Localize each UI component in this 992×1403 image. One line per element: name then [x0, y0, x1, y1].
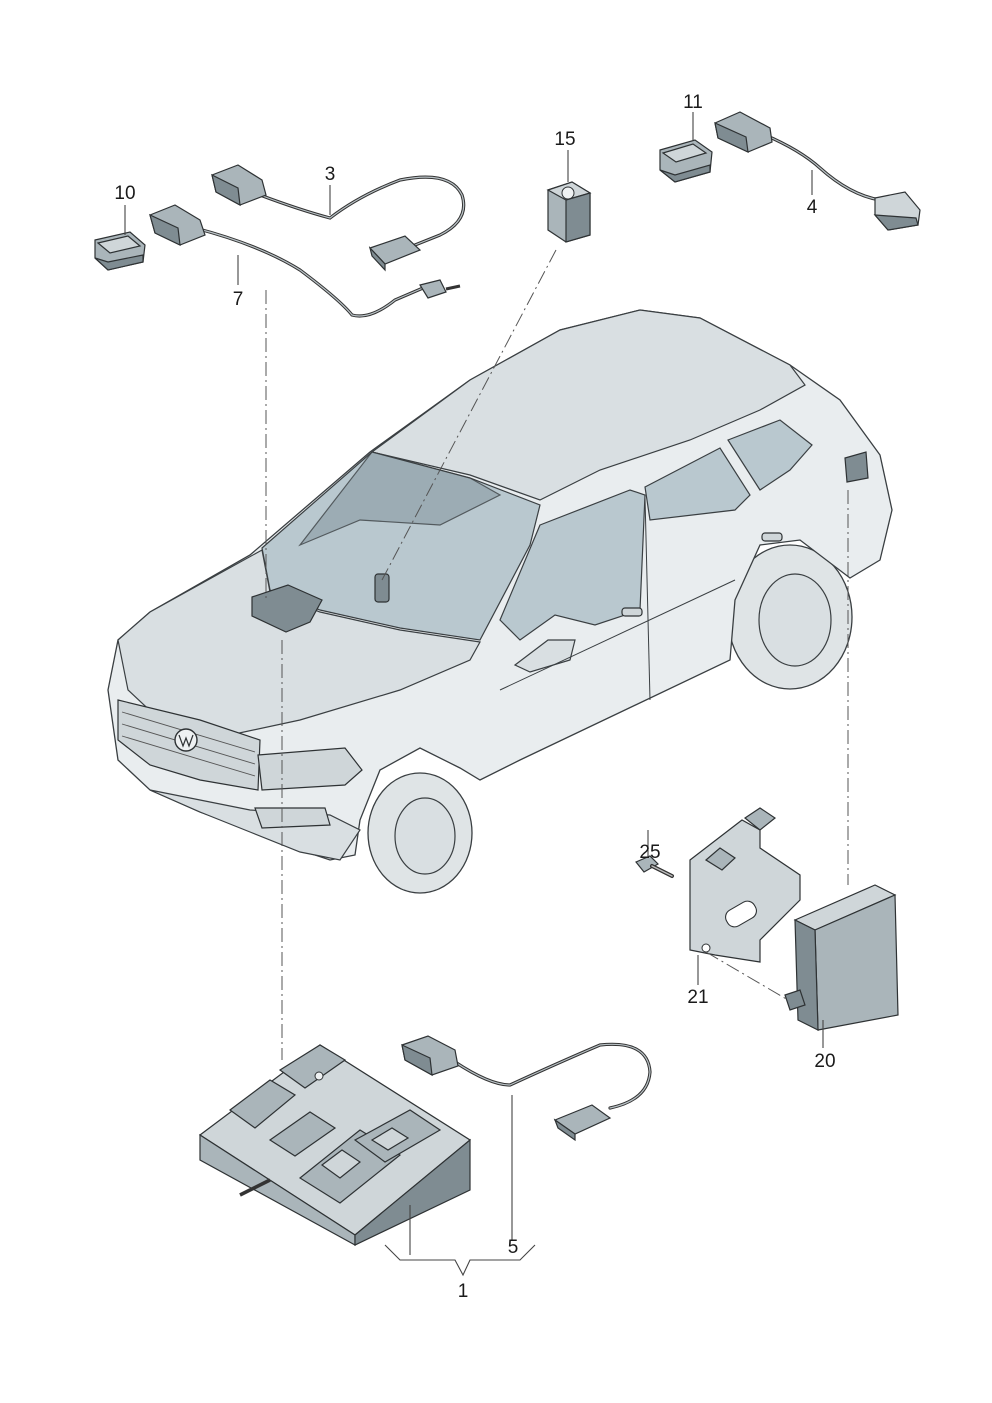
label-part-21: 21	[687, 987, 708, 1008]
rear-quarter-marker	[844, 451, 869, 483]
headlight	[257, 747, 363, 791]
windshield-shade	[298, 451, 502, 547]
rear-door-handle	[761, 532, 783, 542]
vehicle-illustration	[107, 309, 893, 894]
leader-lines	[124, 112, 824, 1277]
rear-wheel-hub	[758, 573, 832, 667]
part-4-cable	[714, 111, 921, 231]
label-part-7: 7	[233, 289, 244, 310]
windshield-sensor-marker	[374, 573, 390, 603]
label-part-4: 4	[807, 197, 818, 218]
label-part-11: 11	[683, 92, 703, 113]
door-seam	[644, 496, 651, 701]
part-10-connector	[94, 231, 146, 271]
front-wheel-hub	[394, 797, 456, 875]
label-part-1: 1	[458, 1281, 469, 1302]
part-7-cable	[149, 204, 461, 318]
module-location-marker	[251, 584, 323, 633]
label-part-10: 10	[114, 183, 135, 204]
label-part-25: 25	[639, 842, 660, 863]
rear-side-window	[644, 447, 751, 521]
part-5-cable	[401, 1035, 652, 1142]
front-side-window	[499, 489, 646, 641]
part-20-control-unit	[784, 884, 899, 1031]
part-1-storage-unit	[198, 1044, 472, 1247]
part-21-bracket	[689, 807, 801, 963]
label-part-15: 15	[554, 129, 575, 150]
brand-logo-mark	[178, 734, 194, 748]
brand-logo	[174, 728, 198, 752]
front-door-handle	[621, 607, 643, 617]
quarter-window	[727, 419, 813, 491]
part-15-socket	[546, 181, 592, 243]
reference-lines	[265, 249, 849, 1060]
label-part-3: 3	[325, 164, 336, 185]
body-crease	[499, 579, 736, 691]
label-part-20: 20	[814, 1051, 835, 1072]
part-3-cable	[211, 164, 466, 272]
vehicle-roof	[370, 309, 806, 501]
part-11-connector	[659, 139, 713, 183]
part-25-bolt	[635, 855, 674, 878]
label-part-5: 5	[508, 1237, 519, 1258]
side-mirror	[513, 639, 576, 673]
fog-light	[254, 807, 331, 829]
